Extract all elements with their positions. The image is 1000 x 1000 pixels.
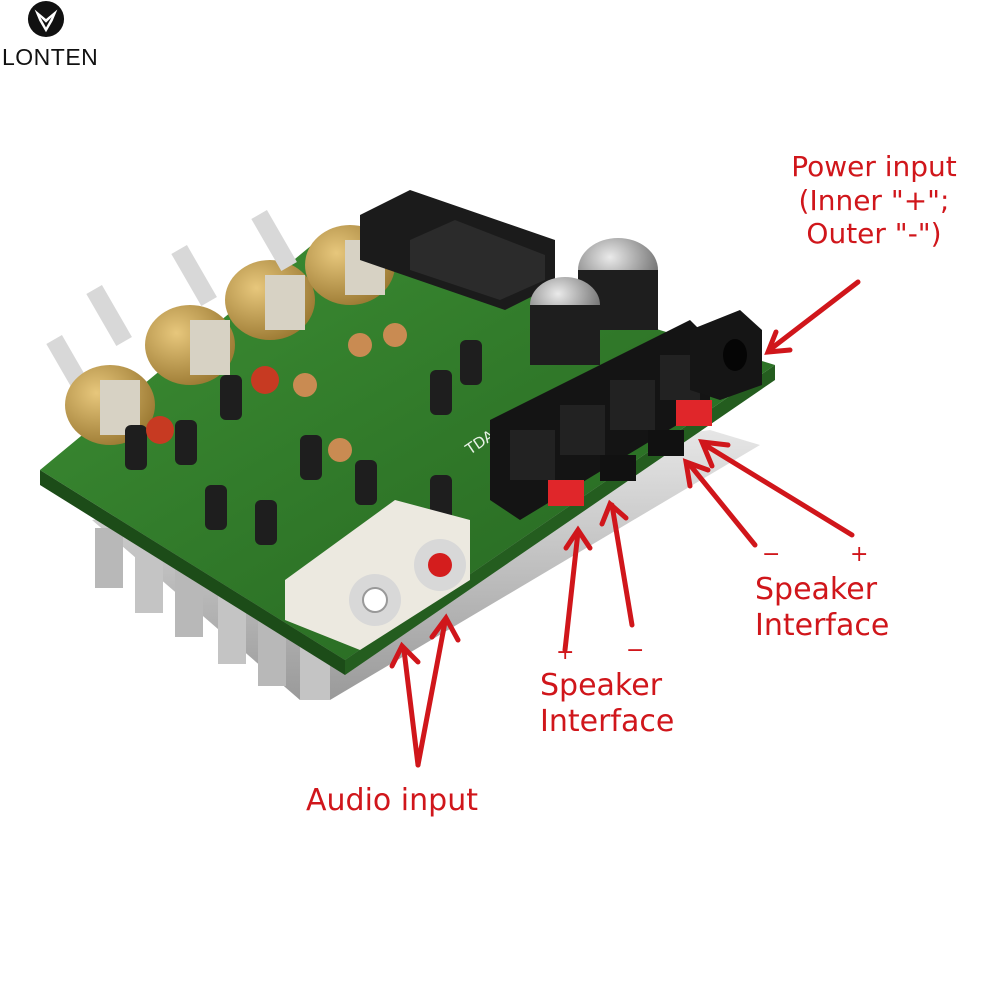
audio-input-label: Audio input [306,783,478,818]
potentiometer [171,245,315,340]
power-input-outer: Outer "-") [806,217,942,251]
speaker-left-plus: + [556,640,575,665]
dc-power-jack [690,310,762,400]
power-arrow-icon [764,279,861,355]
audio-arrow-icon [389,613,461,768]
brand-name: LONTEN [2,44,99,70]
stereo-jacks [360,190,555,310]
speaker-right-minus: − [762,542,781,567]
power-input-title: Power input [791,150,957,183]
speaker-label-line1: Speaker [540,668,663,703]
speaker-arrow-icon [562,499,635,653]
speaker-right-plus: + [850,542,869,567]
speaker-interface-label-right: Speaker Interface [755,572,889,644]
speaker-interface-label-left: Speaker Interface [540,668,674,740]
potentiometer [86,285,235,385]
power-input-inner: (Inner "+"; [798,183,950,217]
speaker-terminal-block [490,320,712,520]
rca-audio-input [285,500,470,650]
power-input-label: Power input (Inner "+"; Outer "-") [776,150,972,251]
speaker-label-line1: Speaker [755,572,878,607]
speaker-label-line2: Interface [540,704,675,739]
horned-animal-logo-icon [27,0,65,38]
brand-logo: LONTEN [0,0,110,80]
capacitors [125,238,658,545]
speaker-arrow-icon [682,439,855,548]
annotation-arrows [389,279,861,768]
speaker-label-line2: Interface [755,608,890,643]
speaker-left-minus: − [626,638,645,663]
ceramic-capacitors [146,323,407,462]
